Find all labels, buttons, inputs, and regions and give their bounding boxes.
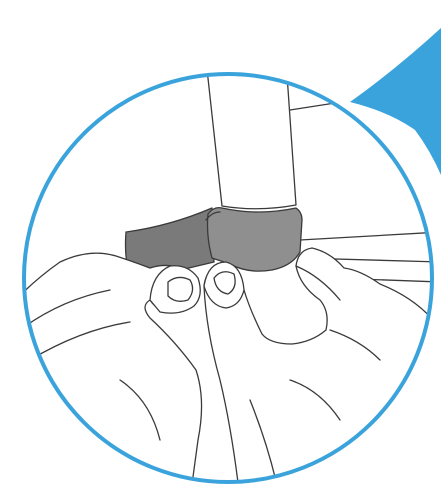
strap-right xyxy=(208,208,303,272)
